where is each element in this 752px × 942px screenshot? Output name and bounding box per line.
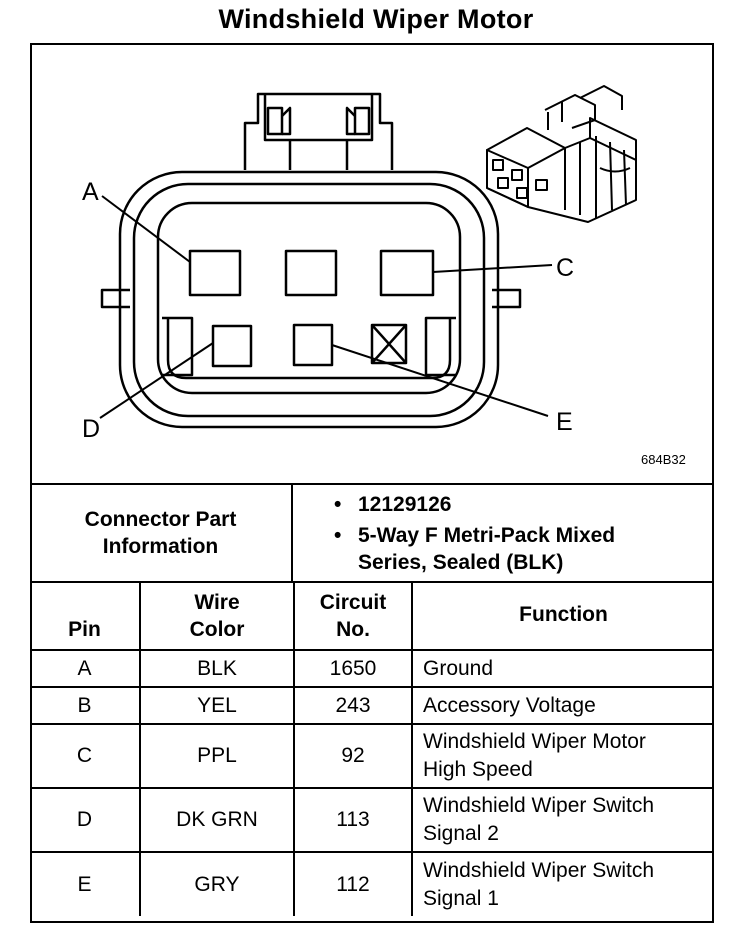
left-ear (100, 288, 130, 309)
connector-diagram: A C D E (82, 85, 637, 443)
circuit-cell: 112 (293, 851, 413, 916)
callout-c: C (556, 254, 574, 282)
wire-color-cell: YEL (139, 686, 295, 725)
connector-info-label-line1: Connector Part (84, 508, 237, 531)
wire-color-cell: GRY (139, 851, 295, 916)
connector-info-label-line2: Information (102, 535, 219, 558)
circuit-cell: 243 (293, 686, 413, 725)
wire-color-cell: DK GRN (139, 787, 295, 853)
connector-info-label: Connector Part Information (30, 485, 293, 581)
connector-mid-shell (132, 182, 486, 418)
pin-cell: E (30, 851, 141, 916)
right-ear (492, 288, 522, 309)
cavity-e (292, 323, 334, 367)
cavity-blocked (370, 323, 408, 365)
left-key-tab (162, 316, 194, 377)
page-title: Windshield Wiper Motor (218, 4, 534, 34)
wire-color-cell: PPL (139, 723, 295, 789)
function-cell: Accessory Voltage (411, 686, 714, 725)
table-row: B YEL 243 Accessory Voltage (30, 686, 714, 725)
cavity-b (284, 249, 338, 297)
connector-outer-shell (118, 170, 500, 429)
header-pin: Pin (30, 581, 141, 651)
header-function: Function (411, 581, 714, 651)
inner-ledge (166, 318, 452, 380)
circuit-cell: 113 (293, 787, 413, 853)
connector-info-list: 12129126 5-Way F Metri-Pack MixedSeries,… (334, 491, 615, 580)
connector-latch (243, 92, 394, 170)
callout-a: A (82, 178, 99, 206)
function-cell: Ground (411, 649, 714, 688)
part-number: 12129126 (334, 491, 615, 518)
cavity-c (379, 249, 435, 297)
pin-cell: D (30, 787, 141, 853)
connector-iso-view (486, 85, 637, 223)
leader-lines (99, 195, 553, 419)
circuit-cell: 92 (293, 723, 413, 789)
pin-cell: A (30, 649, 141, 688)
cavity-a (188, 249, 242, 297)
connector-info: Connector Part Information 12129126 5-Wa… (30, 483, 714, 583)
figure-id: 684B32 (641, 452, 686, 467)
wire-color-cell: BLK (139, 649, 295, 688)
table-row: A BLK 1650 Ground (30, 649, 714, 688)
pin-cell: C (30, 723, 141, 789)
callout-d: D (82, 415, 100, 443)
callout-e: E (556, 408, 573, 436)
right-key-tab (424, 316, 456, 377)
pin-cell: B (30, 686, 141, 725)
cavity-d (211, 324, 253, 368)
connector-inner-shell (156, 201, 462, 395)
circuit-cell: 1650 (293, 649, 413, 688)
